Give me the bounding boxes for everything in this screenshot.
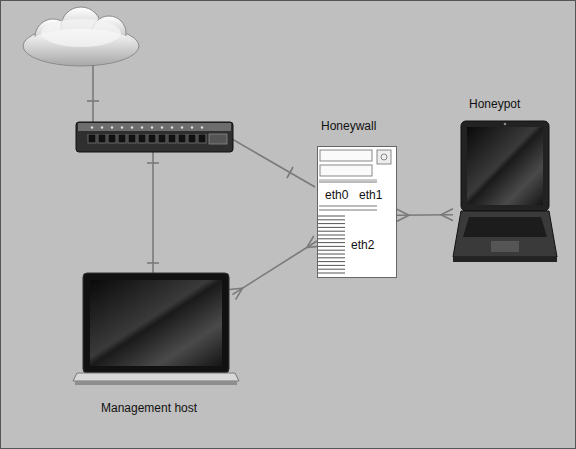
network-switch: [76, 122, 233, 152]
internet-cloud: [23, 7, 139, 66]
cable-connector: [229, 288, 242, 299]
cable-line: [232, 241, 317, 295]
node-label: Management host: [101, 401, 197, 415]
network-cable: [87, 65, 315, 273]
server-tower: Honeywalleth0eth1eth2: [317, 146, 397, 278]
laptop-outline: [453, 119, 557, 264]
laptop-icon: Management host: [73, 271, 239, 389]
network-cable: [397, 209, 453, 222]
cable-connector: [441, 209, 453, 221]
interface-label: eth0: [325, 188, 348, 202]
network-cable: [229, 236, 320, 300]
node-label: Honeypot: [469, 97, 520, 111]
cable-connector: [397, 209, 409, 221]
interface-label: eth1: [359, 188, 382, 202]
node-heading: Honeywall: [321, 119, 376, 133]
laptop-outline: [73, 271, 239, 389]
interface-label: eth2: [349, 238, 376, 252]
server-outline: [317, 146, 397, 278]
laptop-icon: Honeypot: [453, 119, 557, 264]
